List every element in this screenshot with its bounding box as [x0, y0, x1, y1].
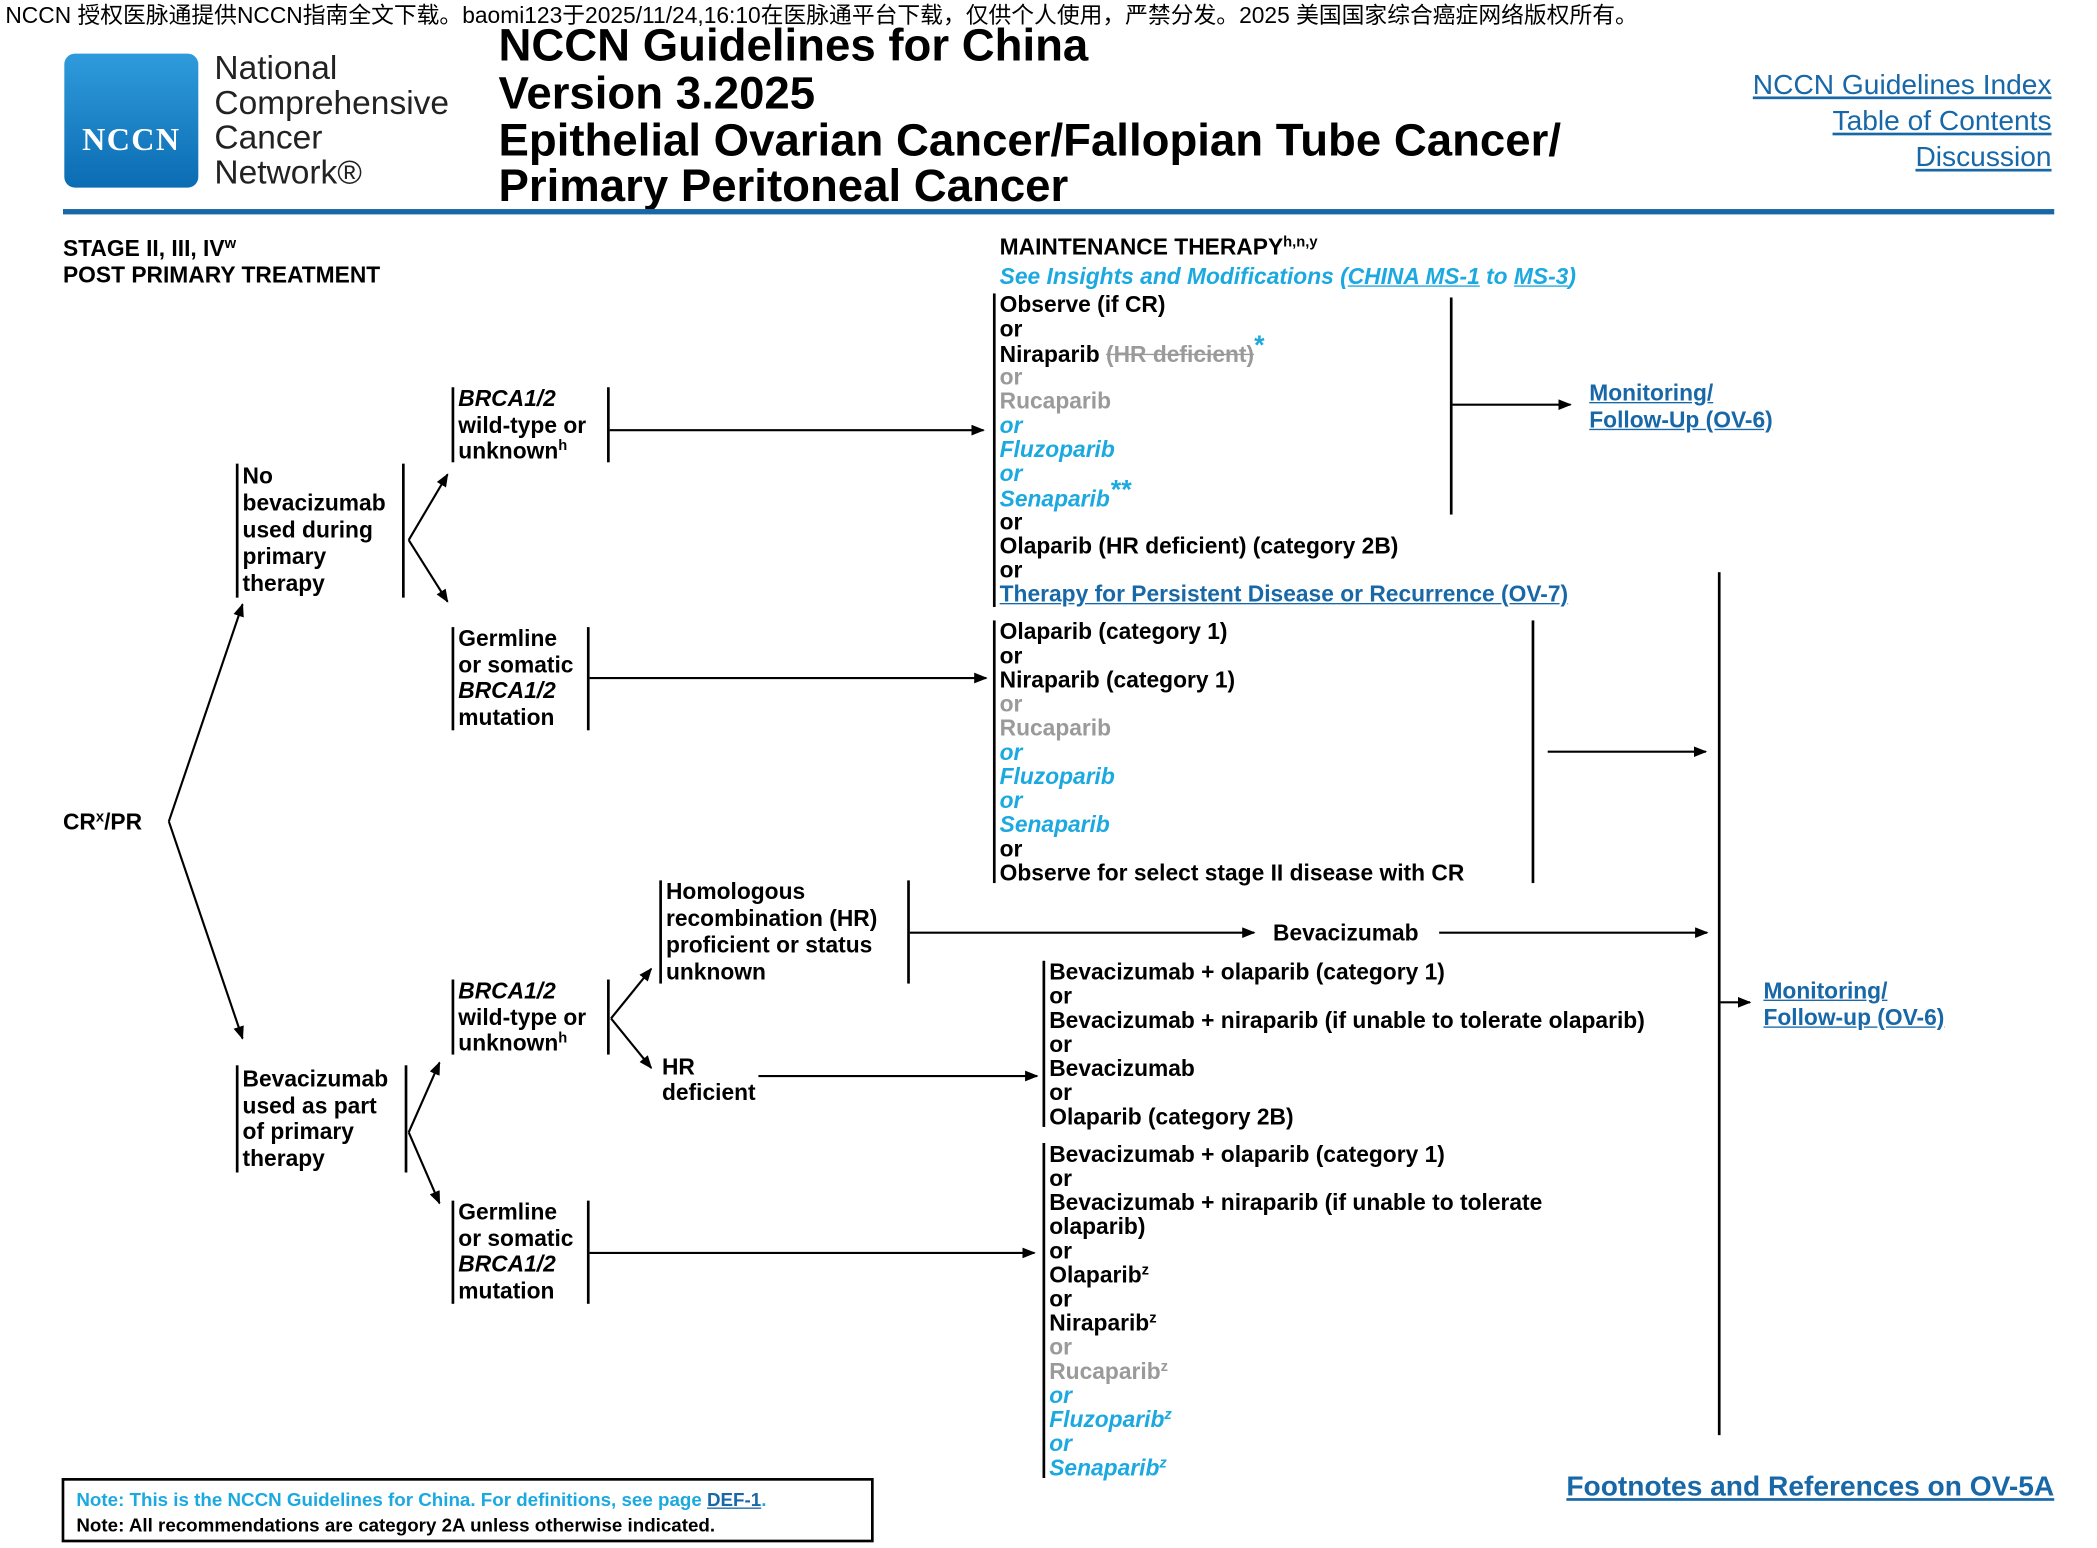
- edge-brcawt2-hrdef: [610, 1017, 653, 1070]
- org-line: National: [214, 49, 338, 88]
- therapy-recurrence-link[interactable]: Therapy for Persistent Disease or Recurr…: [999, 581, 1569, 608]
- note-line-2: Note: All recommendations are category 2…: [76, 1514, 716, 1536]
- edge-brcawt2-hrprof: [610, 967, 653, 1020]
- logo-text: NCCN: [82, 123, 181, 159]
- guideline-subtitle-1: Epithelial Ovarian Cancer/Fallopian Tube…: [498, 115, 1562, 167]
- edge-bev-brcawt2: [407, 1061, 441, 1133]
- maintenance-header: MAINTENANCE THERAPYh,n,y: [999, 234, 1318, 260]
- stage-header: STAGE II, III, IVw: [62, 235, 237, 262]
- note-line-1: Note: This is the NCCN Guidelines for Ch…: [76, 1488, 767, 1511]
- guideline-subtitle-2: Primary Peritoneal Cancer: [498, 160, 1069, 212]
- note-box: [61, 1478, 874, 1543]
- edge-nobev-germ1: [407, 539, 449, 603]
- discussion-link[interactable]: Discussion: [1915, 142, 2052, 173]
- edge-bev-germ2: [407, 1131, 441, 1205]
- org-line: Network®: [214, 154, 362, 192]
- nccn-logo: NCCN: [64, 53, 199, 188]
- org-name: National Comprehensive Cancer Network®: [214, 51, 449, 190]
- insights-line: See Insights and Modifications (CHINA MS…: [999, 263, 1576, 290]
- root-cr-pr: CRx/PR: [62, 809, 143, 835]
- org-line: Comprehensive: [214, 84, 450, 122]
- def1-link[interactable]: DEF-1: [706, 1488, 762, 1511]
- edge-root-nobev: [167, 603, 244, 822]
- ms3-link[interactable]: MS-3: [1513, 263, 1569, 290]
- post-treatment-header: POST PRIMARY TREATMENT: [62, 262, 381, 289]
- guideline-title: NCCN Guidelines for China: [498, 20, 1089, 72]
- org-line: Cancer: [214, 119, 323, 157]
- nav-links: NCCN Guidelines Index Table of Contents …: [1753, 67, 2052, 176]
- download-notice: NCCN 授权医脉通提供NCCN指南全文下载。baomi123于2025/11/…: [5, 2, 1638, 29]
- header-divider: [62, 209, 2055, 215]
- bevacizumab-only: Bevacizumab: [1273, 920, 1419, 947]
- edge-root-bev: [167, 821, 244, 1040]
- footnotes-link[interactable]: Footnotes and References on OV-5A: [1566, 1471, 2055, 1503]
- table-of-contents-link[interactable]: Table of Contents: [1832, 105, 2052, 137]
- guideline-version: Version 3.2025: [498, 68, 816, 120]
- guidelines-index-link[interactable]: NCCN Guidelines Index: [1752, 69, 2052, 101]
- edge-nobev-brcawt1: [407, 473, 449, 541]
- china-ms1-link[interactable]: CHINA MS-1: [1347, 263, 1480, 290]
